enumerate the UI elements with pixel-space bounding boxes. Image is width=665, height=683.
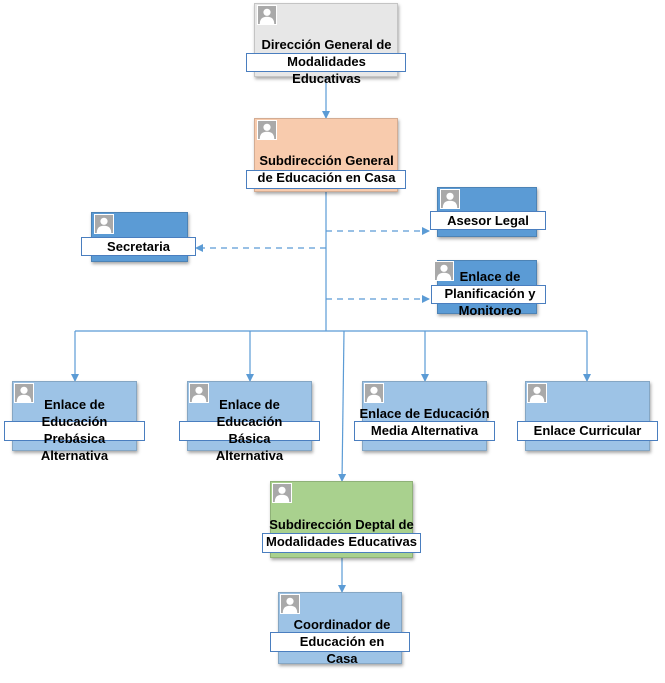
node-title: Coordinador de Educación en Casa	[293, 617, 391, 666]
person-icon	[440, 189, 460, 209]
label-box-coordinador	[270, 632, 410, 652]
person-icon	[257, 5, 277, 25]
node-title: Enlace de Educación Básica Alternativa	[215, 397, 284, 463]
label-box-secretaria	[81, 237, 196, 256]
person-icon	[94, 214, 114, 234]
person-icon	[257, 120, 277, 140]
person-icon	[189, 383, 209, 403]
label-box-enlace-media	[354, 421, 495, 441]
connector-to-deptal	[338, 330, 347, 482]
person-icon	[527, 383, 547, 403]
label-box-direccion-general	[246, 53, 406, 72]
node-title: Subdirección General de Educación en Cas…	[257, 153, 396, 185]
label-box-enlace-prebasica	[4, 421, 145, 441]
node-title: Asesor Legal	[447, 213, 529, 228]
node-title: Enlace Curricular	[533, 423, 642, 438]
label-box-subdireccion-general	[246, 170, 406, 189]
node-title: Subdirección Deptal de Modalidades Educa…	[266, 517, 417, 549]
person-icon	[14, 383, 34, 403]
label-box-enlace-planificacion	[431, 285, 546, 304]
person-icon	[272, 483, 292, 503]
label-box-enlace-curricular	[517, 421, 658, 441]
node-title: Dirección General de Modalidades Educati…	[261, 37, 392, 86]
node-title: Enlace de Educación Prebásica Alternativ…	[40, 397, 109, 463]
person-icon	[434, 261, 454, 281]
person-icon	[280, 594, 300, 614]
label-box-subdireccion-deptal	[262, 533, 421, 553]
node-title: Enlace de Planificación y Monitoreo	[444, 269, 536, 318]
node-title: Secretaria	[107, 239, 170, 254]
person-icon	[364, 383, 384, 403]
label-box-enlace-basica	[179, 421, 320, 441]
label-box-asesor-legal	[430, 211, 546, 230]
node-title: Enlace de Educación Media Alternativa	[359, 406, 490, 438]
